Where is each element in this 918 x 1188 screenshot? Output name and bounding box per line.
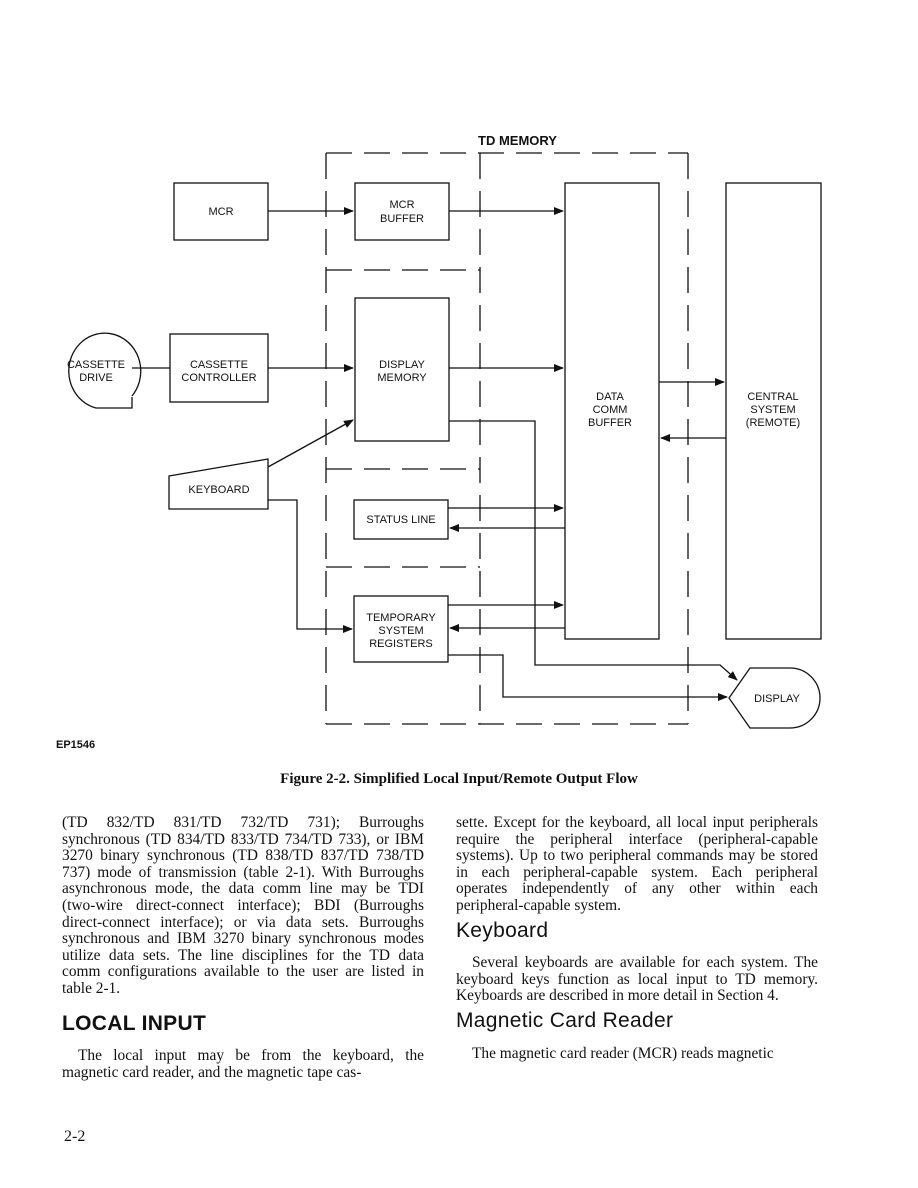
display-memory-label-2: MEMORY <box>377 372 427 384</box>
display-memory-box <box>354 297 450 442</box>
display-memory-to-display-arrow <box>449 420 738 681</box>
cassette-controller-label-2: CONTROLLER <box>181 372 256 384</box>
cassette-drive-label-1: CASSETTE <box>67 359 125 371</box>
display-shape <box>728 667 821 729</box>
status-line-box <box>353 499 449 540</box>
display-label: DISPLAY <box>754 693 800 705</box>
data-comm-buffer-label-2: COMM <box>593 404 628 416</box>
right-paragraph-1: sette. Except for the keyboard, all loca… <box>456 814 818 914</box>
temporary-system-registers-box <box>353 595 449 663</box>
flow-diagram: TD MEMORY <box>67 133 822 729</box>
page-number: 2-2 <box>64 1128 86 1145</box>
left-paragraph-1: (TD 832/TD 831/TD 732/TD 731); Burroughs… <box>62 814 424 997</box>
central-system-box <box>725 182 822 640</box>
cassette-controller-box <box>169 333 269 403</box>
registers-label-2: SYSTEM <box>378 625 423 637</box>
registers-label-3: REGISTERS <box>369 638 433 650</box>
keyboard-to-registers-arrow <box>268 499 353 633</box>
keyboard-shape <box>168 458 269 510</box>
mcr-buffer-box <box>354 182 450 241</box>
status-line-label: STATUS LINE <box>366 514 435 526</box>
central-system-label-1: CENTRAL <box>747 391 798 403</box>
data-comm-buffer-box <box>564 182 660 640</box>
display-memory-label-1: DISPLAY <box>379 359 425 371</box>
data-comm-buffer-label-1: DATA <box>596 391 624 403</box>
right-paragraph-2: Several keyboards are available for each… <box>456 954 818 1005</box>
cassette-controller-label-1: CASSETTE <box>190 359 248 371</box>
right-paragraph-3: The magnetic card reader (MCR) reads mag… <box>472 1044 774 1062</box>
td-memory-title: TD MEMORY <box>478 133 557 148</box>
right-column: sette. Except for the keyboard, all loca… <box>456 814 818 1062</box>
keyboard-label: KEYBOARD <box>188 484 249 496</box>
cassette-drive-shape <box>68 332 142 409</box>
registers-label-1: TEMPORARY <box>366 612 436 624</box>
local-input-heading: LOCAL INPUT <box>62 1011 207 1035</box>
figure-caption: Figure 2-2. Simplified Local Input/Remot… <box>280 771 638 787</box>
mcr-label: MCR <box>208 206 233 218</box>
keyboard-to-display-memory-arrow <box>267 419 354 468</box>
figure-id: EP1546 <box>56 739 96 751</box>
registers-to-display-arrow <box>448 654 728 701</box>
central-system-label-3: (REMOTE) <box>746 417 800 429</box>
central-system-label-2: SYSTEM <box>750 404 795 416</box>
left-paragraph-2: The local input may be from the keyboard… <box>62 1047 424 1081</box>
left-column: (TD 832/TD 831/TD 732/TD 731); Burroughs… <box>62 814 424 1081</box>
mcr-buffer-label-2: BUFFER <box>380 213 424 225</box>
keyboard-heading: Keyboard <box>456 918 549 942</box>
mcr-buffer-label-1: MCR <box>389 199 414 211</box>
magnetic-card-reader-heading: Magnetic Card Reader <box>456 1008 674 1032</box>
cassette-drive-label-2: DRIVE <box>79 372 113 384</box>
data-comm-buffer-label-3: BUFFER <box>588 417 632 429</box>
